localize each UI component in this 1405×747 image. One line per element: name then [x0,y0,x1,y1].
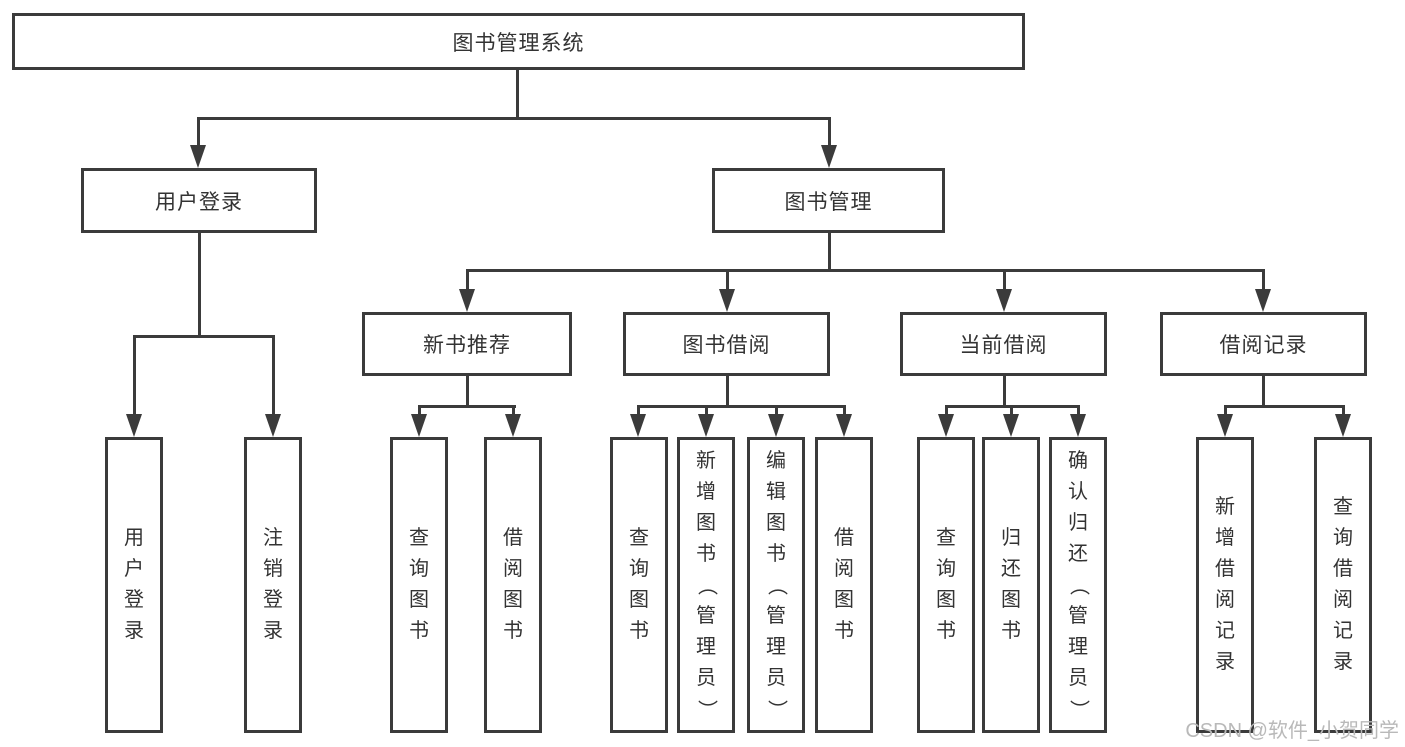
connector-arrow-icon [719,289,735,312]
node-leaf-borrow-borrow-label: 借阅图书 [834,527,854,642]
connector-line [843,405,846,417]
connector-line [726,376,729,407]
node-leaf-current-query-label: 查询图书 [936,527,956,642]
connector-line [197,117,831,120]
connector-line [1224,405,1345,408]
node-root-label: 图书管理系统 [452,31,585,55]
node-leaf-newbook-borrow-label: 借阅图书 [503,527,523,642]
connector-arrow-icon [1335,414,1351,437]
node-leaf-user-login-label: 用户登录 [124,527,144,642]
node-leaf-borrow-query: 查询图书 [610,437,668,733]
node-root: 图书管理系统 [12,13,1025,70]
connector-line [1342,405,1345,417]
node-book-borrow: 图书借阅 [623,312,830,376]
connector-line [512,405,515,417]
node-leaf-borrow-edit: 编辑图书（管理员） [747,437,805,733]
connector-arrow-icon [836,414,852,437]
connector-line [1224,405,1227,417]
connector-line [197,117,200,148]
node-new-book-recommend-label: 新书推荐 [423,334,511,357]
node-leaf-current-return: 归还图书 [982,437,1040,733]
node-leaf-logout-label: 注销登录 [263,527,283,642]
connector-line [1077,405,1080,417]
node-leaf-record-query-label: 查询借阅记录 [1333,496,1353,673]
node-leaf-record-query: 查询借阅记录 [1314,437,1372,733]
connector-arrow-icon [1255,289,1271,312]
connector-line [828,233,831,272]
node-leaf-logout: 注销登录 [244,437,302,733]
connector-line [466,269,1265,272]
connector-line [418,405,421,417]
node-leaf-borrow-add: 新增图书（管理员） [677,437,735,733]
connector-line [705,405,708,417]
connector-arrow-icon [938,414,954,437]
connector-arrow-icon [190,145,206,168]
node-book-management: 图书管理 [712,168,945,233]
connector-arrow-icon [459,289,475,312]
connector-line [516,70,519,118]
connector-line [418,405,516,408]
connector-arrow-icon [265,414,281,437]
node-new-book-recommend: 新书推荐 [362,312,572,376]
connector-line [828,117,831,148]
node-leaf-borrow-add-label: 新增图书（管理员） [695,449,718,720]
connector-line [133,335,136,417]
node-leaf-current-confirm-label: 确认归还（管理员） [1067,449,1090,720]
node-leaf-borrow-query-label: 查询图书 [629,527,649,642]
connector-line [726,269,729,291]
connector-arrow-icon [996,289,1012,312]
connector-arrow-icon [698,414,714,437]
node-leaf-current-query: 查询图书 [917,437,975,733]
connector-arrow-icon [126,414,142,437]
connector-arrow-icon [1217,414,1233,437]
csdn-watermark: CSDN @软件_小贺同学 [1185,720,1399,742]
node-current-borrow-label: 当前借阅 [959,334,1048,357]
connector-line [1010,405,1013,417]
connector-arrow-icon [1070,414,1086,437]
node-book-borrow-label: 图书借阅 [682,334,771,357]
connector-line [637,405,640,417]
node-leaf-borrow-edit-label: 编辑图书（管理员） [765,449,788,720]
node-leaf-newbook-borrow: 借阅图书 [484,437,542,733]
connector-line [1262,376,1265,407]
node-leaf-newbook-query-label: 查询图书 [409,527,429,642]
connector-line [133,335,275,338]
connector-arrow-icon [821,145,837,168]
connector-line [775,405,778,417]
connector-line [466,376,469,407]
node-user-login-label: 用户登录 [155,190,243,214]
connector-line [272,335,275,417]
connector-arrow-icon [630,414,646,437]
connector-arrow-icon [411,414,427,437]
node-leaf-current-confirm: 确认归还（管理员） [1049,437,1107,733]
node-borrow-records-label: 借阅记录 [1219,334,1308,357]
node-leaf-record-add: 新增借阅记录 [1196,437,1254,733]
connector-line [1003,269,1006,291]
node-leaf-user-login: 用户登录 [105,437,163,733]
node-user-login: 用户登录 [81,168,317,233]
node-borrow-records: 借阅记录 [1160,312,1367,376]
connector-line [637,405,845,408]
connector-line [945,405,948,417]
node-leaf-record-add-label: 新增借阅记录 [1215,496,1235,673]
connector-line [1262,269,1265,291]
connector-line [466,269,469,291]
connector-arrow-icon [768,414,784,437]
node-leaf-current-return-label: 归还图书 [1001,527,1021,642]
node-leaf-newbook-query: 查询图书 [390,437,448,733]
node-leaf-borrow-borrow: 借阅图书 [815,437,873,733]
connector-line [1003,376,1006,407]
node-current-borrow: 当前借阅 [900,312,1107,376]
connector-line [198,233,201,337]
connector-arrow-icon [1003,414,1019,437]
connector-arrow-icon [505,414,521,437]
node-book-management-label: 图书管理 [784,190,873,214]
